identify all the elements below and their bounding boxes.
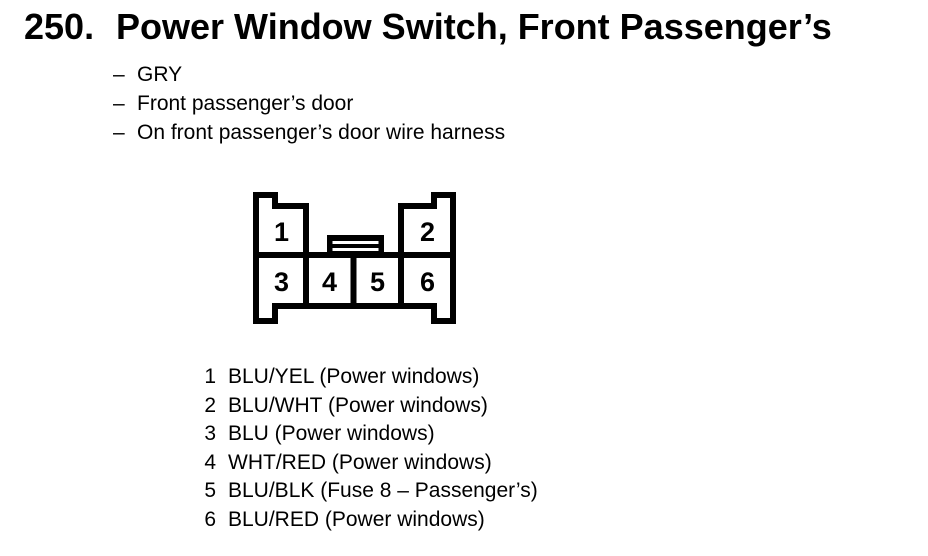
connector-diagram: 1 2 3 4 5 6	[250, 189, 459, 327]
cavity-label-4: 4	[322, 267, 337, 297]
pin-description: WHT/RED (Power windows)	[228, 450, 492, 474]
cavity-label-2: 2	[420, 217, 435, 247]
pin-number: 3	[204, 422, 216, 446]
component-details-list: –GRY –Front passenger’s door –On front p…	[113, 60, 505, 147]
connector-lock-tab-icon	[327, 235, 384, 255]
pin-row: 6 BLU/RED (Power windows)	[196, 506, 538, 535]
pin-row: 4 WHT/RED (Power windows)	[196, 449, 538, 478]
pin-wire-list: 1 BLU/YEL (Power windows) 2 BLU/WHT (Pow…	[196, 363, 538, 535]
pin-row: 2 BLU/WHT (Power windows)	[196, 392, 538, 421]
pin-number: 5	[204, 479, 216, 503]
lock-tab-rib	[332, 241, 379, 244]
lock-tab-rib	[332, 248, 379, 251]
detail-dash: –	[113, 63, 125, 86]
detail-dash: –	[113, 92, 125, 115]
page-title: Power Window Switch, Front Passenger’s	[116, 6, 832, 47]
pin-description: BLU/WHT (Power windows)	[228, 393, 488, 417]
pin-number: 6	[204, 507, 216, 531]
pin-description: BLU/BLK (Fuse 8 – Passenger’s)	[228, 479, 538, 503]
cavity-label-1: 1	[274, 217, 289, 247]
cavity-label-3: 3	[274, 267, 289, 297]
detail-item-location: –Front passenger’s door	[113, 89, 505, 118]
page-header: 250. Power Window Switch, Front Passenge…	[0, 7, 928, 51]
pin-number: 4	[204, 450, 216, 474]
pin-row: 3 BLU (Power windows)	[196, 420, 538, 449]
pin-row: 1 BLU/YEL (Power windows)	[196, 363, 538, 392]
pin-number: 2	[204, 393, 216, 417]
cavity-label-5: 5	[370, 267, 385, 297]
detail-text: Front passenger’s door	[137, 92, 354, 115]
detail-text: GRY	[137, 63, 183, 86]
detail-text: On front passenger’s door wire harness	[137, 121, 506, 144]
detail-dash: –	[113, 121, 125, 144]
pin-description: BLU (Power windows)	[228, 422, 435, 446]
connector-face-svg: 1 2 3 4 5 6	[253, 192, 456, 324]
detail-item-harness: –On front passenger’s door wire harness	[113, 118, 505, 147]
cavity-dividers	[256, 252, 453, 306]
detail-item-color: –GRY	[113, 60, 505, 89]
pin-description: BLU/RED (Power windows)	[228, 507, 485, 531]
cavity-label-6: 6	[420, 267, 435, 297]
section-number: 250.	[24, 6, 95, 47]
pin-description: BLU/YEL (Power windows)	[228, 365, 480, 388]
pin-number: 1	[204, 365, 216, 388]
pin-row: 5 BLU/BLK (Fuse 8 – Passenger’s)	[196, 477, 538, 506]
